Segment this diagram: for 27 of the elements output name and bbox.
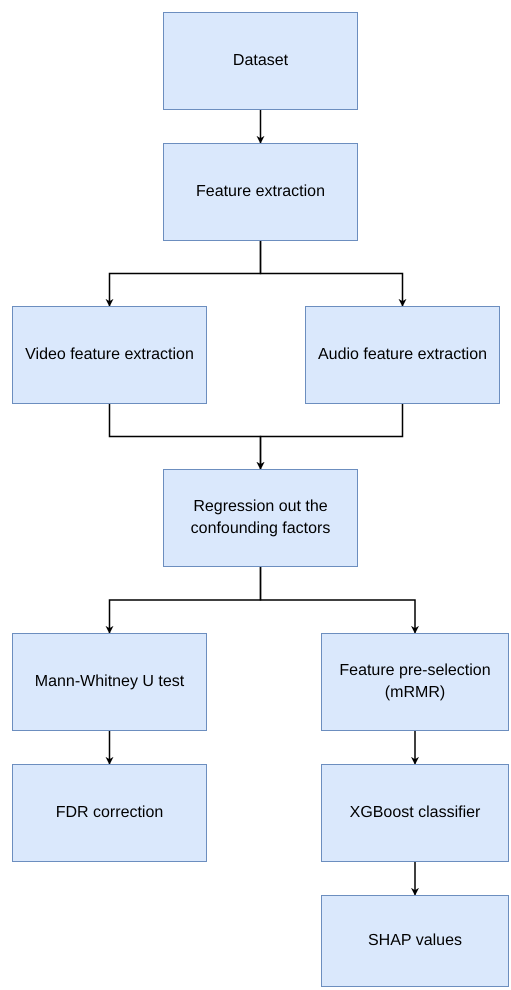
process-box	[163, 469, 358, 567]
box-label: Audio feature extraction	[318, 345, 487, 365]
process-box	[321, 895, 509, 987]
box-label: FDR correction	[56, 803, 164, 823]
box-label: Feature extraction	[196, 182, 325, 202]
box-label: XGBoost classifier	[350, 803, 480, 823]
box-label: Video feature extraction	[25, 345, 194, 365]
arrow	[260, 567, 419, 634]
arrow	[411, 731, 419, 765]
arrow	[260, 241, 406, 307]
process-box	[321, 764, 509, 862]
process-box	[12, 306, 207, 404]
arrow	[106, 731, 114, 765]
process-box	[12, 633, 207, 731]
process-box	[305, 306, 500, 404]
process-box	[12, 764, 207, 862]
box-label: Regression out the confounding factors	[190, 497, 332, 539]
process-box	[163, 12, 358, 110]
arrow	[411, 862, 419, 896]
arrow	[256, 110, 264, 144]
box-label: Feature pre-selection (mRMR)	[338, 661, 492, 703]
box-label: Mann-Whitney U test	[34, 672, 184, 692]
process-box	[163, 143, 358, 241]
arrow	[256, 404, 404, 470]
box-label: SHAP values	[368, 931, 462, 951]
box-label: Dataset	[232, 51, 288, 71]
process-box	[321, 633, 509, 731]
